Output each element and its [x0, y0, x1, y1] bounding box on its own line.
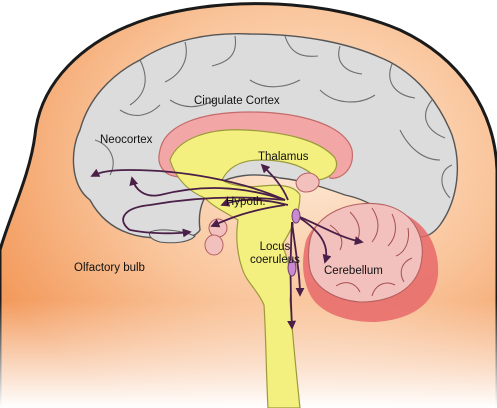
- label-olfactory-bulb: Olfactory bulb: [74, 262, 145, 274]
- pathway-neocortex-4: [210, 204, 286, 228]
- label-thalamus: Thalamus: [258, 151, 309, 163]
- cortex-gyri: [94, 35, 453, 199]
- pathway-descending-2: [291, 221, 305, 297]
- label-hypothalamus: Hypoth.: [226, 196, 266, 208]
- pathway-thalamus: [260, 163, 289, 201]
- tectum: [295, 172, 320, 193]
- pathway-hypoth: [220, 198, 289, 207]
- pathway-neocortex-2: [129, 176, 286, 201]
- pathway-cerebellum-2: [294, 214, 332, 264]
- pathway-arrows: [90, 163, 364, 330]
- pathway-neocortex-1: [90, 168, 286, 201]
- label-cingulate-cortex: Cingulate Cortex: [194, 95, 280, 107]
- label-locus-coeruleus: Locus coeruleus: [250, 241, 300, 267]
- cerebellum-inner: [307, 202, 423, 303]
- pathway-cerebellum-1: [294, 214, 364, 246]
- label-locus-coeruleus-line1: Locus: [259, 241, 291, 253]
- pathway-neocortex-3: [122, 196, 286, 238]
- cerebellum-folia: [329, 207, 413, 297]
- label-locus-coeruleus-line2: coeruleus: [250, 254, 300, 267]
- label-cerebellum: Cerebellum: [324, 265, 383, 277]
- locus-coeruleus-nuclei: [287, 208, 301, 277]
- label-neocortex: Neocortex: [100, 134, 153, 146]
- neck-fade: [0, 300, 497, 408]
